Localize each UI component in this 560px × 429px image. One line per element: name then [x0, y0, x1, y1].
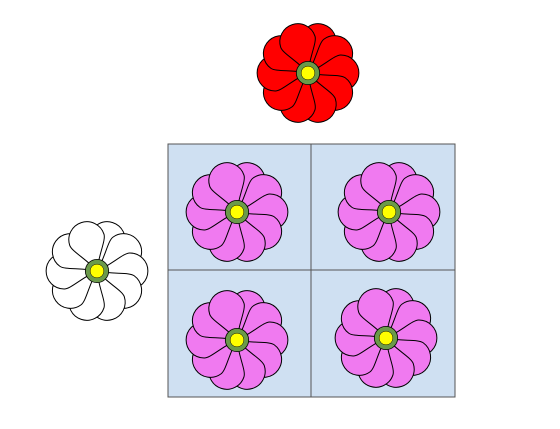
flower-center-dot	[89, 263, 105, 279]
petal	[68, 221, 105, 273]
flower-center-dot	[378, 330, 394, 346]
flower-center-dot	[229, 332, 245, 348]
petal	[279, 23, 316, 75]
left-parent-flower	[45, 221, 149, 321]
petal	[360, 162, 397, 214]
flower-center-dot	[300, 65, 316, 81]
offspring-flower-r2c2	[334, 288, 438, 388]
petal	[208, 290, 245, 342]
top-parent-flower	[256, 23, 360, 123]
flower-center-dot	[381, 204, 397, 220]
flower-center-dot	[229, 204, 245, 220]
petal	[357, 288, 394, 340]
petal	[208, 162, 245, 214]
flowers-layer	[45, 23, 441, 390]
offspring-flower-r1c1	[185, 162, 289, 262]
offspring-flower-r1c2	[337, 162, 441, 262]
offspring-flower-r2c1	[185, 290, 289, 390]
